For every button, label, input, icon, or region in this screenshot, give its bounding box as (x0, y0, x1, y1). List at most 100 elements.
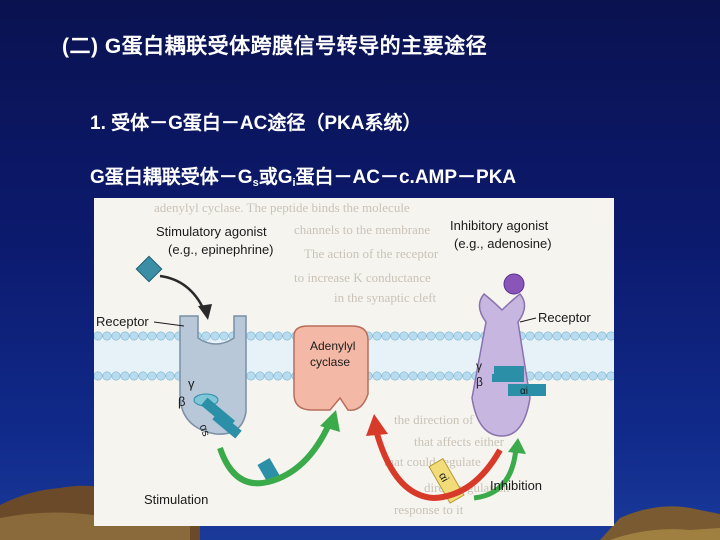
receptor-right-label: Receptor (538, 310, 591, 325)
phospholipid-head (535, 332, 543, 340)
phospholipid-head (427, 372, 435, 380)
phospholipid-head (391, 332, 399, 340)
phospholipid-head (148, 372, 156, 380)
phospholipid-head (256, 332, 264, 340)
gs-beta-label: β (178, 394, 185, 409)
stimulatory-binding-arrow (160, 276, 204, 310)
phospholipid-head (589, 372, 597, 380)
cyclase-label-1: Adenylyl (310, 339, 355, 353)
phospholipid-head (103, 372, 111, 380)
gi-beta-label: β (476, 375, 483, 389)
phospholipid-head (544, 332, 552, 340)
phospholipid-head (418, 372, 426, 380)
phospholipid-head (607, 332, 614, 340)
phospholipid-head (562, 372, 570, 380)
phospholipid-head (526, 332, 534, 340)
phospholipid-head (265, 332, 273, 340)
phospholipid-head (139, 372, 147, 380)
phospholipid-head (400, 332, 408, 340)
svg-text:adenylyl cyclase. The peptide: adenylyl cyclase. The peptide binds the … (154, 200, 410, 215)
svg-text:channels to the membrane: channels to the membrane (294, 222, 430, 237)
phospholipid-head (148, 332, 156, 340)
svg-text:to increase K conductance: to increase K conductance (294, 270, 431, 285)
svg-text:in the synaptic cleft: in the synaptic cleft (334, 290, 437, 305)
svg-text:the direction of: the direction of (394, 412, 474, 427)
phospholipid-head (580, 332, 588, 340)
receptor-left-label: Receptor (96, 314, 149, 329)
phospholipid-head (166, 332, 174, 340)
adenylyl-cyclase: Adenylyl cyclase (294, 326, 368, 410)
stimulatory-agonist-label: Stimulatory agonist (156, 224, 267, 239)
phospholipid-head (598, 372, 606, 380)
phospholipid-head (553, 332, 561, 340)
gs-gamma-label: γ (188, 376, 195, 391)
gpcr-diagram-svg: adenylyl cyclase. The peptide binds the … (94, 198, 614, 526)
phospholipid-head (445, 372, 453, 380)
phospholipid-head (220, 332, 228, 340)
phospholipid-head (112, 332, 120, 340)
phospholipid-head (211, 332, 219, 340)
phospholipid-head (94, 372, 102, 380)
gs-alpha-label: αs (197, 423, 213, 439)
pathway-seq-part1: G蛋白耦联受体－G (90, 167, 253, 188)
pathway-heading: 1. 受体－G蛋白－AC途径（PKA系统） (90, 108, 421, 135)
phospholipid-head (382, 372, 390, 380)
stimulatory-agonist-icon (136, 256, 161, 281)
phospholipid-head (130, 332, 138, 340)
svg-text:that affects either: that affects either (414, 434, 505, 449)
inhibitory-agonist-example: (e.g., adenosine) (454, 236, 552, 251)
pathway-seq-part2: 或G (259, 167, 293, 188)
phospholipid-head (391, 372, 399, 380)
phospholipid-head (94, 332, 102, 340)
phospholipid-head (202, 332, 210, 340)
phospholipid-head (373, 332, 381, 340)
phospholipid-head (382, 332, 390, 340)
phospholipid-head (256, 372, 264, 380)
phospholipid-head (274, 332, 282, 340)
phospholipid-head (589, 332, 597, 340)
phospholipid-head (436, 372, 444, 380)
phospholipid-head (157, 372, 165, 380)
phospholipid-head (139, 332, 147, 340)
phospholipid-head (103, 332, 111, 340)
phospholipid-head (409, 332, 417, 340)
svg-text:The action of the receptor: The action of the receptor (304, 246, 439, 261)
phospholipid-head (247, 372, 255, 380)
phospholipid-head (166, 372, 174, 380)
stimulation-label: Stimulation (144, 492, 208, 507)
phospholipid-head (454, 372, 462, 380)
stimulatory-agonist-example: (e.g., epinephrine) (168, 242, 274, 257)
phospholipid-head (283, 332, 291, 340)
phospholipid-head (265, 372, 273, 380)
phospholipid-head (427, 332, 435, 340)
pathway-seq-part3: 蛋白－AC－c.AMP－PKA (296, 167, 517, 188)
phospholipid-head (580, 372, 588, 380)
phospholipid-head (418, 332, 426, 340)
gi-gamma-label: γ (476, 359, 482, 373)
phospholipid-head (373, 372, 381, 380)
inhibitory-agonist-label: Inhibitory agonist (450, 218, 549, 233)
phospholipid-head (157, 332, 165, 340)
slide-title: (二) G蛋白耦联受体跨膜信号转导的主要途径 (62, 30, 487, 60)
svg-text:response to it: response to it (394, 502, 464, 517)
inhibitory-agonist-icon (504, 274, 524, 294)
phospholipid-head (130, 372, 138, 380)
phospholipid-head (562, 332, 570, 340)
phospholipid-head (571, 332, 579, 340)
phospholipid-head (247, 332, 255, 340)
phospholipid-head (454, 332, 462, 340)
phospholipid-head (445, 332, 453, 340)
gpcr-diagram: adenylyl cyclase. The peptide binds the … (94, 198, 614, 526)
phospholipid-head (571, 372, 579, 380)
phospholipid-head (535, 372, 543, 380)
phospholipid-head (598, 332, 606, 340)
phospholipid-head (121, 332, 129, 340)
phospholipid-head (400, 372, 408, 380)
phospholipid-head (544, 372, 552, 380)
phospholipid-head (409, 372, 417, 380)
gi-alpha-label: αi (520, 386, 528, 397)
phospholipid-head (274, 372, 282, 380)
phospholipid-head (112, 372, 120, 380)
phospholipid-head (472, 332, 480, 340)
phospholipid-head (283, 372, 291, 380)
